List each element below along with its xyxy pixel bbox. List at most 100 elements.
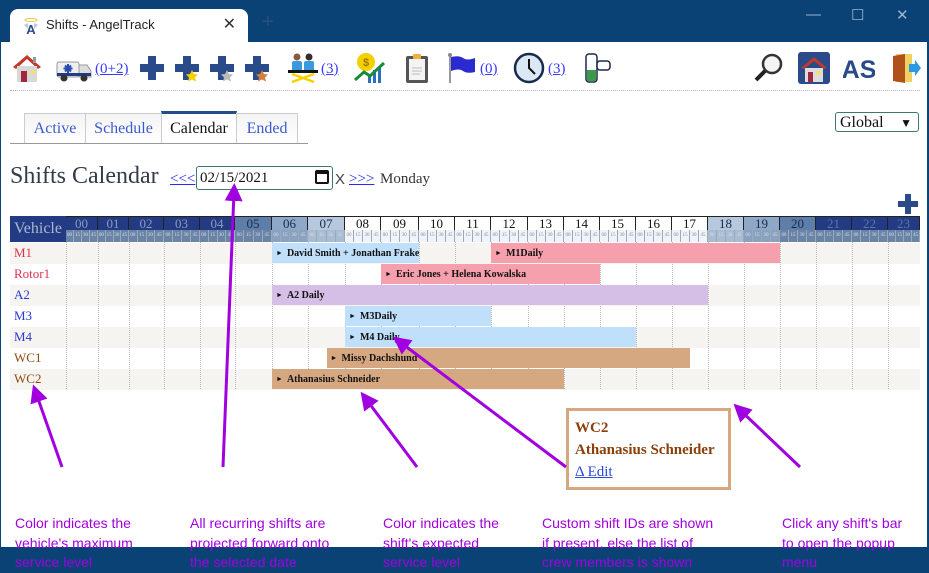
browser-tab[interactable]: A Shifts - AngelTrack ✕ [10,9,248,42]
shift-bar[interactable]: ►Eric Jones + Helena Kowalska [381,264,600,284]
page-title: Shifts Calendar [10,163,159,189]
vehicle-label[interactable]: Rotor1 [14,266,51,281]
logout-door-icon[interactable] [889,52,921,84]
quarter-label: 30 [870,230,879,242]
quarter-label: 30 [690,230,699,242]
ambulance-count-link[interactable]: (0+2) [95,61,129,77]
close-window-icon[interactable]: ✕ [896,7,909,24]
vehicle-label[interactable]: M4 [14,329,33,344]
quarter-label: 45 [121,230,129,242]
quarter-label: 00 [381,230,391,242]
shift-bar[interactable]: ►M1Daily [491,243,780,263]
crew-stretcher-icon[interactable] [287,52,319,84]
vehicle-label[interactable]: M3 [14,308,33,323]
quarter-label: 30 [217,230,227,242]
quarter-label: 00 [780,230,789,242]
shift-bar[interactable]: ►A2 Daily [272,285,708,305]
close-tab-icon[interactable]: ✕ [222,16,236,33]
quarter-label: 00 [66,230,74,242]
quarter-label: 45 [771,230,780,242]
quarter-label: 30 [437,230,446,242]
home-icon[interactable] [11,52,43,84]
quarter-label: 00 [708,230,717,242]
vehicle-row: M3 [10,306,920,327]
clipboard-icon[interactable] [401,52,433,84]
shift-label: A2 Daily [286,290,325,301]
ambulance-icon[interactable] [56,52,92,84]
hour-header-01: 01 [98,216,129,231]
hour-header-22: 22 [852,216,888,231]
service-level-toggle-icon[interactable] [583,52,615,84]
shift-bar[interactable]: ►M4 Daily [345,327,636,347]
quarter-label: 00 [672,230,681,242]
quarter-label: 30 [182,230,191,242]
quarter-label: 15 [105,230,114,242]
maximize-icon[interactable]: ☐ [851,7,865,24]
tab-title: Shifts - AngelTrack [46,17,155,32]
quarter-label: 30 [473,230,482,242]
quarter-label: 00 [419,230,428,242]
quarter-label: 45 [699,230,708,242]
quarter-label: 30 [253,230,263,242]
plus-gold-star-icon[interactable] [173,52,201,84]
tab-schedule[interactable]: Schedule [85,113,162,143]
date-input[interactable]: 02/15/2021 [196,166,333,190]
svg-text:A: A [26,22,36,35]
shift-bar[interactable]: ►David Smith + Jonathan Frakes [272,243,419,263]
search-icon[interactable] [753,52,785,84]
popup-edit-link[interactable]: Δ Edit [575,464,613,480]
quarter-label: 15 [861,230,870,242]
chevron-down-icon: ▼ [900,116,912,130]
quarter-label: 15 [173,230,182,242]
quarter-label: 15 [753,230,762,242]
shift-label: M1Daily [505,248,544,259]
quarter-label: 45 [807,230,816,242]
crew-count-link[interactable]: (3) [321,61,339,77]
hour-header-13: 13 [528,216,564,231]
previous-day-link[interactable]: <<< [170,171,196,187]
shift-bar[interactable]: ►Missy Dachshund [326,348,690,368]
hour-header-02: 02 [129,216,164,231]
flag-icon[interactable] [445,52,477,84]
vehicle-label[interactable]: WC2 [14,371,42,386]
flag-count-link[interactable]: (0) [480,61,498,77]
quarter-label: 30 [582,230,591,242]
add-shift-plus-icon[interactable] [898,194,918,214]
quarter-label: 00 [235,230,245,242]
clock-icon[interactable] [513,52,545,84]
calendar-picker-icon[interactable] [315,170,329,184]
quarter-label: 45 [299,230,308,242]
next-day-link[interactable]: >>> [349,171,375,187]
shift-bar[interactable]: ►M3Daily [345,306,491,326]
plus-icon[interactable] [138,52,166,84]
quarter-label: 45 [191,230,200,242]
plus-silver-star-icon[interactable] [208,52,236,84]
quarter-label: 00 [98,230,106,242]
scope-select[interactable]: Global ▼ [835,112,919,132]
new-tab-icon[interactable]: + [262,11,274,33]
vehicle-label[interactable]: WC1 [14,350,42,365]
tab-active[interactable]: Active [24,113,86,143]
quarter-label: 30 [834,230,843,242]
shift-popup-menu: WC2 Athanasius Schneider Δ Edit [566,408,731,490]
minimize-icon[interactable]: — [806,6,821,23]
vehicle-label[interactable]: A2 [14,287,30,302]
quarter-label: 15 [74,230,82,242]
clear-date-button[interactable]: X [335,171,346,188]
shift-bar[interactable]: ►Athanasius Schneider [272,369,564,389]
quarter-label: 30 [726,230,735,242]
station-home-icon[interactable] [798,52,830,84]
quarter-label: 45 [663,230,672,242]
plus-bronze-star-icon[interactable] [243,52,271,84]
browser-titlebar: A Shifts - AngelTrack ✕ + — ☐ ✕ [0,0,929,42]
hour-header-23: 23 [888,216,920,231]
user-initials-icon[interactable]: AS [843,52,875,84]
vehicle-label[interactable]: M1 [14,245,33,260]
hour-gridline [200,242,201,389]
tab-ended[interactable]: Ended [236,113,298,143]
tab-calendar[interactable]: Calendar [161,111,237,143]
hour-gridline [600,242,601,389]
clock-count-link[interactable]: (3) [548,61,566,77]
billing-chart-icon[interactable]: $ [354,52,386,84]
hour-header-11: 11 [455,216,491,231]
